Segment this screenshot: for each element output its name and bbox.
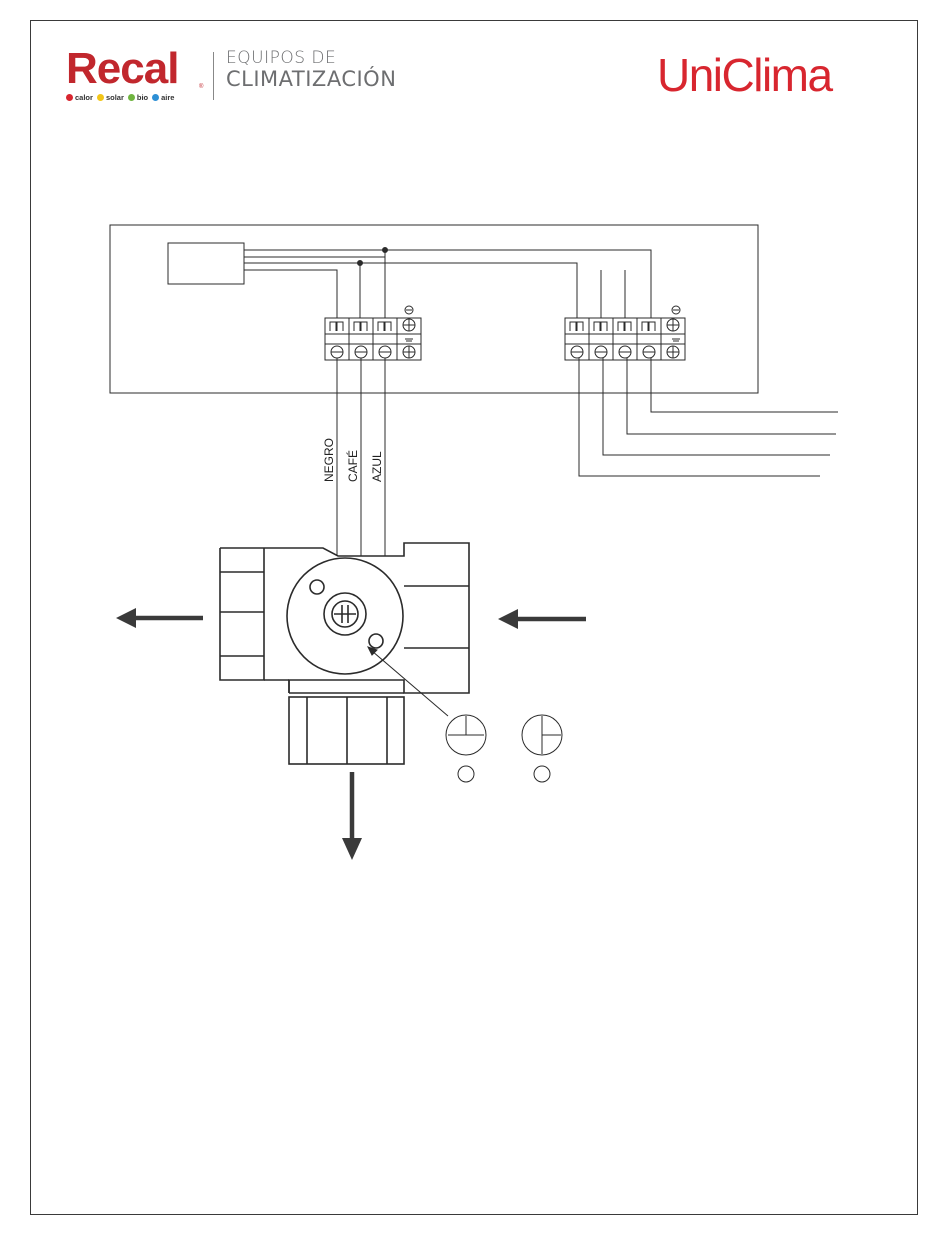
position-legend	[446, 715, 562, 782]
output-wires	[579, 358, 838, 476]
internal-wires	[244, 250, 651, 318]
arrowhead-left	[116, 608, 136, 628]
junction-dot	[358, 261, 363, 266]
wire-label-cafe: CAFÉ	[345, 450, 360, 482]
indicator-circle-a	[458, 766, 474, 782]
terminal-block-left	[325, 306, 421, 360]
three-way-valve	[220, 543, 469, 764]
indicator-circle-b	[534, 766, 550, 782]
wire-label-negro: NEGRO	[322, 438, 336, 482]
wire-label-azul: AZUL	[370, 451, 384, 482]
arrowhead-in	[498, 609, 518, 629]
actuator-disc	[287, 558, 403, 674]
controller-module	[168, 243, 244, 284]
arrowhead-down	[342, 838, 362, 860]
callout-line	[372, 651, 448, 716]
junction-dot	[383, 248, 388, 253]
